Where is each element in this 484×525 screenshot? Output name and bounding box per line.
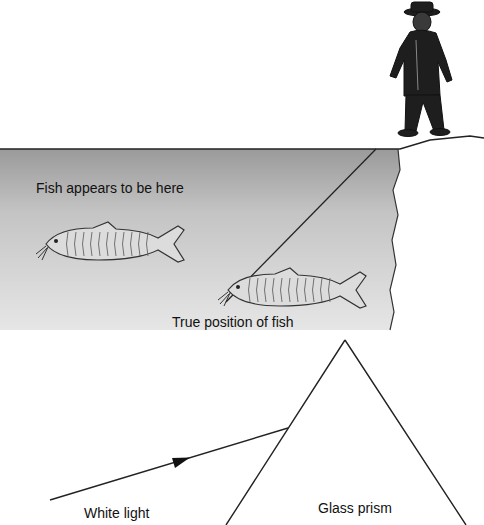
fish-stripe [139,232,141,256]
fish-stripe [329,278,331,302]
fish-stripe [289,278,291,302]
fish-stripe [147,232,149,256]
cliff-edge [390,149,400,330]
fish-stripe [281,278,283,302]
fish-stripe [321,278,323,302]
light-ray [50,428,288,500]
fish-stripe [265,278,267,302]
fish-stripe [273,278,275,302]
glass-prism [226,340,466,525]
fish-stripe [305,278,307,302]
fish-stripe [107,232,109,256]
prism-label: Glass prism [318,500,392,516]
fish-stripe [99,232,101,256]
apparent-position-label: Fish appears to be here [36,180,184,196]
fish-stripe [249,278,251,302]
fish-stripe [75,232,77,256]
fish-stripe [91,232,93,256]
fish-stripe [67,232,69,256]
fish-stripe [257,278,259,302]
true-fish [218,268,366,308]
fish-stripe [131,232,133,256]
water [0,149,400,330]
fish-stripe [83,232,85,256]
apparent-fish [36,222,184,262]
ground-line [0,136,484,149]
fish-stripe [313,278,315,302]
fish-stripe [123,232,125,256]
fish-stripe [115,232,117,256]
light-label: White light [84,505,149,521]
true-position-label: True position of fish [172,314,294,330]
fish-stripe [297,278,299,302]
ray-arrowhead [172,458,190,468]
man-figure [390,2,452,137]
